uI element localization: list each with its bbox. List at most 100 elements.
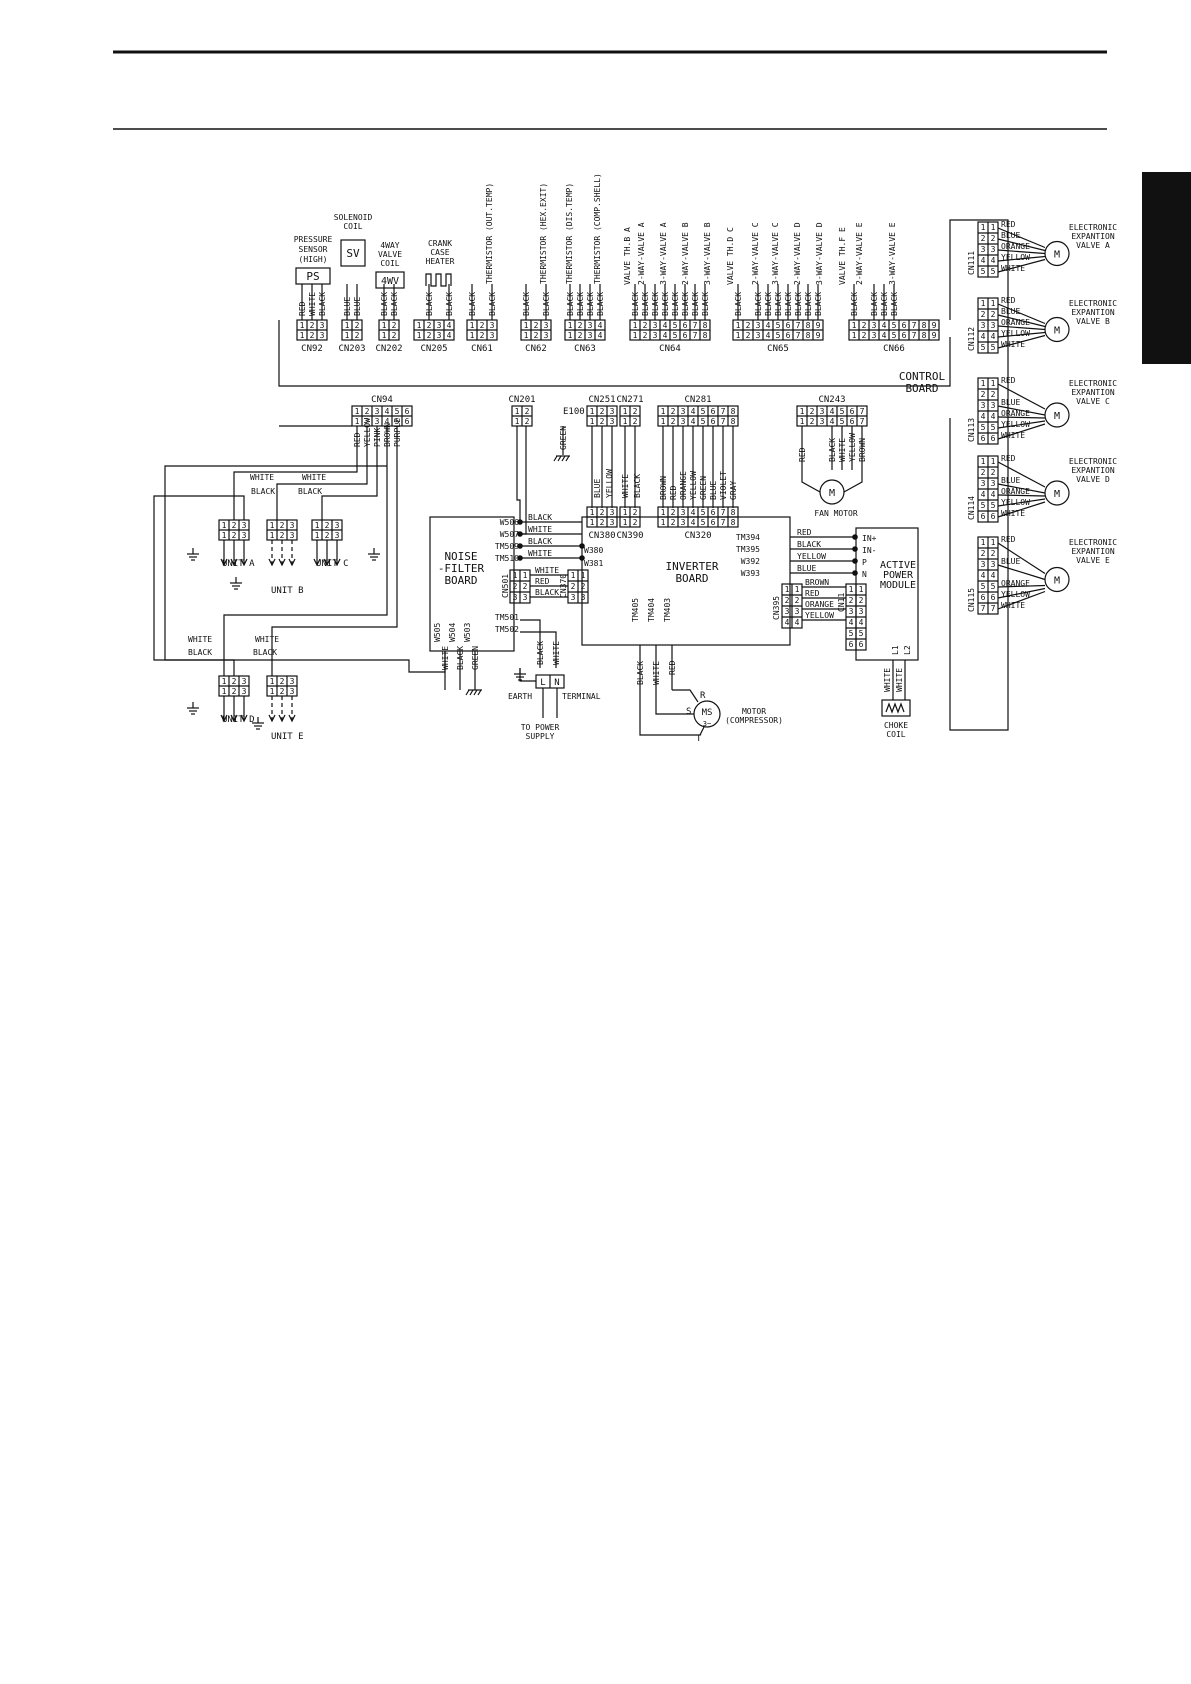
- wire-color-label: BLACK: [596, 292, 605, 316]
- pin-number: 1: [270, 677, 275, 686]
- earth-symbol: [561, 455, 566, 462]
- fan-motor-label: FAN MOTOR: [814, 509, 858, 518]
- wire-color-label: BLACK: [774, 292, 783, 316]
- arrow-head: [278, 558, 286, 567]
- apm-label: ACTIVE: [880, 560, 916, 571]
- cn63-label: CN63: [574, 344, 596, 354]
- fan-motor-letter: M: [829, 488, 835, 499]
- pin-number: 5: [991, 267, 996, 276]
- noise-filter-board: [429, 516, 515, 652]
- pin-number: 4: [991, 256, 996, 265]
- wire: [233, 452, 358, 520]
- inverter-board-label: BOARD: [675, 572, 708, 585]
- pin-number: 3: [242, 521, 247, 530]
- terminal-label: P: [862, 558, 867, 567]
- junction-dot: [579, 543, 585, 549]
- cn281-label: CN281: [684, 395, 711, 405]
- pin-number: 3: [991, 245, 996, 254]
- wire-color-label: ORANGE: [1001, 579, 1030, 588]
- pin-number: 6: [850, 417, 855, 426]
- junction-dot: [852, 570, 858, 576]
- pin-number: 3: [981, 321, 986, 330]
- pin-number: 1: [991, 538, 996, 547]
- pin-number: 2: [480, 331, 485, 340]
- pin-number: 2: [534, 331, 539, 340]
- cn202-label: CN202: [375, 344, 402, 354]
- pin-number: 1: [523, 571, 528, 580]
- wire-color-label: YELLOW: [797, 552, 826, 561]
- pin-number: 1: [590, 518, 595, 527]
- compressor-ms: MS: [702, 708, 713, 718]
- pin-number: 5: [892, 321, 897, 330]
- pin-number: 3: [872, 321, 877, 330]
- pin-number: 6: [981, 593, 986, 602]
- wire-color-label: BLUE: [1001, 307, 1020, 316]
- pin-number: 5: [981, 582, 986, 591]
- wire-color-label: BLACK: [754, 292, 763, 316]
- wire-color-label: BLACK: [253, 648, 277, 657]
- pin-number: 3: [490, 321, 495, 330]
- pin-number: 6: [683, 331, 688, 340]
- cn11-label: CN11: [837, 593, 846, 612]
- wire-color-label: RED: [805, 589, 820, 598]
- pin-number: 2: [427, 331, 432, 340]
- pin-number: 2: [232, 687, 237, 696]
- pin-number: 1: [590, 417, 595, 426]
- pin-number: 1: [800, 417, 805, 426]
- wire-color-label: BLACK: [701, 292, 710, 316]
- pin-number: 3: [756, 331, 761, 340]
- pin-number: 9: [816, 321, 821, 330]
- pin-number: 4: [981, 490, 986, 499]
- cn113-label: CN113: [967, 418, 976, 442]
- pin-number: 1: [222, 521, 227, 530]
- pin-number: 3: [795, 607, 800, 616]
- pin-number: 4: [849, 618, 854, 627]
- pin-number: 7: [721, 508, 726, 517]
- pin-number: 3: [820, 417, 825, 426]
- cn501-label: CN501: [501, 574, 510, 598]
- expansion-valve-title: ELECTRONIC: [1069, 538, 1117, 547]
- wire-color-label: BLACK: [528, 537, 552, 546]
- wire: [516, 426, 521, 522]
- wire-color-label: GREEN: [471, 646, 480, 670]
- wire-color-label: WHITE: [1001, 264, 1025, 273]
- pin-number: 6: [405, 407, 410, 416]
- pin-number: 1: [470, 331, 475, 340]
- terminal-n: N: [554, 678, 559, 688]
- arrow-head: [240, 558, 248, 567]
- pressure-sensor-label: PRESSURE: [294, 235, 333, 244]
- valve-wire: [997, 423, 1046, 440]
- wire-color-label: BLUE: [353, 297, 362, 316]
- apm-label: POWER: [883, 570, 914, 581]
- wire-color-label: WHITE: [188, 635, 212, 644]
- earth-symbol: [477, 689, 482, 696]
- pressure-sensor-label: SENSOR: [299, 245, 328, 254]
- unit-c-label: UNIT C: [316, 559, 349, 569]
- wire-color-label: YELLOW: [848, 433, 857, 462]
- pin-number: 3: [981, 245, 986, 254]
- pin-number: 2: [633, 508, 638, 517]
- terminal-label: W503: [463, 623, 472, 642]
- solenoid-label: COIL: [343, 222, 362, 231]
- pin-number: 2: [581, 582, 586, 591]
- cn94-label: CN94: [371, 395, 393, 405]
- pin-number: 4: [691, 407, 696, 416]
- pin-number: 4: [830, 407, 835, 416]
- expansion-valve-title: VALVE B: [1076, 317, 1110, 326]
- pin-number: 4: [663, 331, 668, 340]
- arrow-head: [278, 714, 286, 723]
- wire-color-label: BLACK: [535, 588, 559, 597]
- pin-number: 2: [981, 468, 986, 477]
- motor-symbol-letter: M: [1054, 489, 1060, 500]
- pin-number: 3: [981, 401, 986, 410]
- arrow-head: [230, 558, 238, 567]
- pin-number: 2: [981, 234, 986, 243]
- earth-symbol: [553, 455, 558, 462]
- pin-number: 2: [746, 331, 751, 340]
- unit-d-label: UNIT D: [222, 715, 255, 725]
- pin-number: 2: [310, 321, 315, 330]
- pin-number: 8: [806, 321, 811, 330]
- wire: [520, 619, 541, 668]
- pin-number: 6: [711, 508, 716, 517]
